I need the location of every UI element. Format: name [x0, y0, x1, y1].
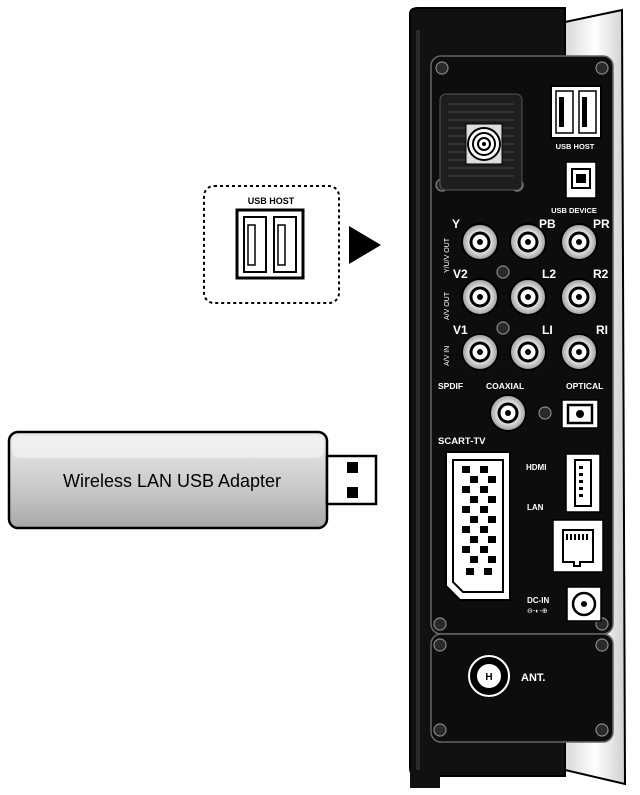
wireless-usb-adapter: Wireless LAN USB Adapter: [7, 430, 378, 530]
pb-label: PB: [539, 217, 556, 231]
scart-tv-label: SCART-TV: [438, 436, 486, 447]
l2-label: L2: [542, 267, 556, 281]
callout-usb-port-icon: [235, 208, 305, 280]
device-usb-host-label: USB HOST: [556, 142, 595, 151]
rca-jack-li: [509, 333, 547, 371]
rca-jack-pb: [509, 223, 547, 261]
rca-jacks: [461, 223, 598, 371]
lan-port: [552, 519, 604, 573]
lan-label: LAN: [527, 503, 544, 512]
device-usb-device-label: USB DEVICE: [551, 206, 597, 215]
v2-label: V2: [453, 267, 468, 281]
rca-jack-pr: [560, 223, 598, 261]
usb-host-callout: USB HOST: [203, 185, 340, 304]
optical-port: [561, 399, 599, 429]
y-u-v-out-label: Y/U/V OUT: [444, 237, 451, 273]
rca-jack-r2: [560, 278, 598, 316]
lower-antenna-panel: [430, 633, 614, 743]
scart-port: [445, 451, 511, 601]
av-out-label: A/V OUT: [444, 291, 451, 320]
hdmi-port: [565, 453, 601, 513]
pr-label: PR: [593, 217, 610, 231]
rca-jack-v2: [461, 278, 499, 316]
device-usb-device-port: [565, 161, 597, 199]
v1-label: V1: [453, 323, 468, 337]
antenna-symbol: H: [485, 672, 492, 683]
optical-label: OPTICAL: [566, 381, 603, 391]
hdmi-label: HDMI: [526, 463, 546, 472]
vent-grille: [439, 93, 523, 191]
r2-label: R2: [593, 267, 609, 281]
coaxial-jack: [489, 394, 527, 432]
rca-jack-v1: [461, 333, 499, 371]
ri-label: RI: [596, 323, 608, 337]
li-label: LI: [542, 323, 553, 337]
dc-in-label: DC-IN: [527, 596, 549, 605]
ant-label: ANT.: [521, 672, 545, 684]
av-in-label: A/V IN: [444, 346, 451, 366]
callout-usb-host-label: USB HOST: [248, 196, 295, 206]
dc-polarity-icon: ⊖-◐-⊕: [527, 608, 548, 615]
rca-jack-y: [461, 223, 499, 261]
pointer-arrow-icon: [349, 226, 381, 264]
adapter-label: Wireless LAN USB Adapter: [63, 471, 281, 491]
dc-in-port: [566, 586, 602, 622]
device-usb-host-port: [550, 85, 602, 139]
coaxial-label: COAXIAL: [486, 381, 524, 391]
rca-jack-ri: [560, 333, 598, 371]
antenna-port: H: [468, 655, 510, 697]
rca-jack-l2: [509, 278, 547, 316]
y-label: Y: [452, 217, 460, 231]
spdif-label: SPDIF: [438, 381, 463, 391]
media-player-rear-panel: USB HOST USB DEVICE Y/U/V OUT A/V OUT A/…: [409, 7, 627, 788]
